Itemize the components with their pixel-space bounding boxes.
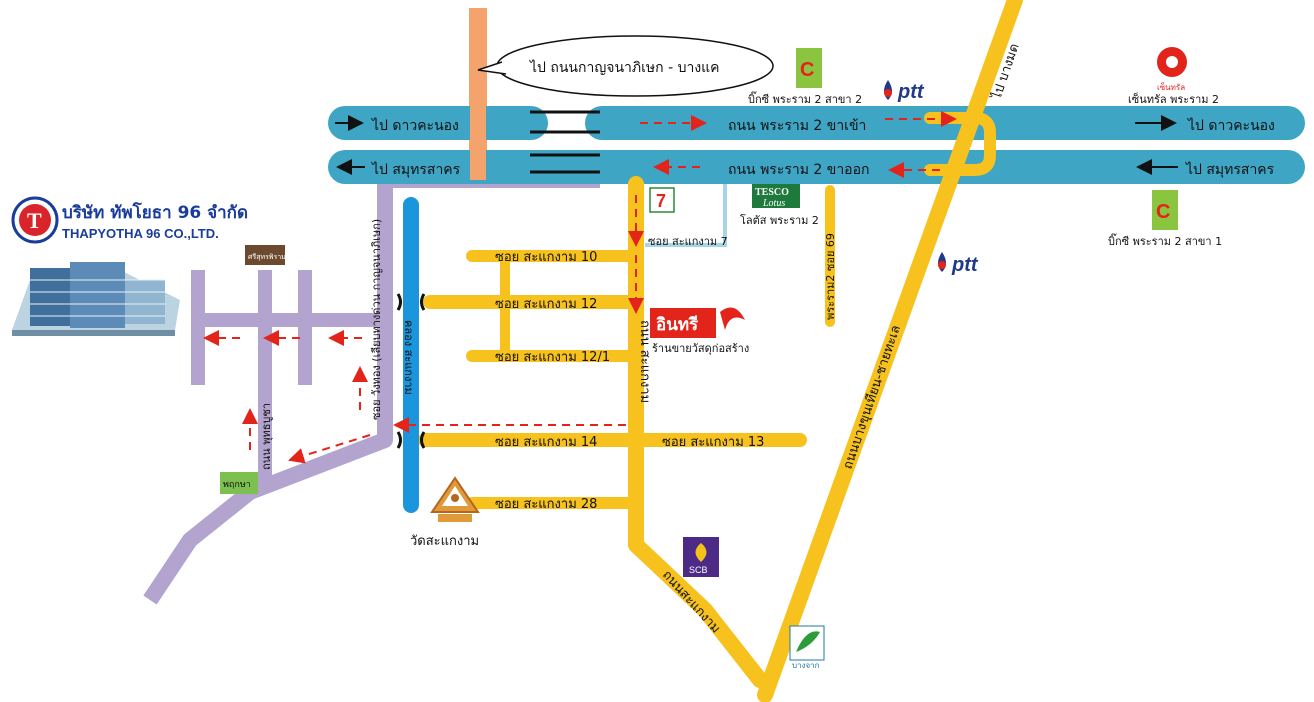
central-logo-icon: เซ็นทรัล (1157, 47, 1187, 92)
company-name-en: THAPYOTHA 96 CO.,LTD. (62, 226, 219, 241)
bigc-icon-2: C (1152, 190, 1178, 230)
svg-text:C: C (1156, 201, 1170, 223)
svg-text:บางจาก: บางจาก (792, 661, 820, 670)
label-rama2-out: ถนน พระราม 2 ขาออก (728, 162, 869, 178)
company-name-th: บริษัท ทัพโยธา 96 จำกัด (62, 202, 248, 223)
label-soi7: ซอย สะแกงาม 7 (648, 235, 728, 248)
label-to-samut-right: ไป สมุทรสาคร (1185, 161, 1275, 178)
soi7-road (645, 184, 727, 247)
local-road-network (418, 0, 1023, 702)
label-rama2-69: พระราม2 ซอย 69 (824, 233, 837, 320)
interchange-bridge (530, 110, 600, 174)
label-lotus: โลตัส พระราม 2 (740, 213, 819, 227)
ptt-icon: ptt (884, 80, 925, 103)
label-phuttabucha: ถนน พุทธบูชา (260, 403, 273, 470)
label-bigc-1: บิ๊กซี พระราม 2 สาขา 1 (1108, 233, 1222, 248)
seven-eleven-icon: 7 (649, 187, 675, 213)
label-rama2-in: ถนน พระราม 2 ขาเข้า (728, 118, 866, 134)
route-arrows-red (203, 111, 957, 464)
label-soi12: ซอย สะแกงาม 12 (495, 297, 597, 312)
label-sakaengam-road: ถนน สะแกงาม (637, 320, 652, 403)
svg-text:Lotus: Lotus (762, 198, 785, 209)
label-intree: ร้านขายวัสดุก่อสร้าง (652, 342, 749, 355)
svg-text:ptt: ptt (897, 81, 925, 103)
ptt-icon-2: ptt (938, 252, 979, 276)
label-soi10: ซอย สะแกงาม 10 (495, 250, 597, 265)
label-to-dao-left: ไป ดาวคะนอง (371, 117, 459, 134)
svg-text:7: 7 (656, 191, 666, 211)
label-soi28: ซอย สะแกงาม 28 (495, 497, 597, 512)
svg-text:TESCO: TESCO (755, 187, 789, 198)
intree-logo-icon: อินทรี (650, 307, 745, 338)
tesco-lotus-icon: TESCO Lotus (752, 184, 800, 209)
label-soi12-1: ซอย สะแกงาม 12/1 (495, 350, 610, 365)
label-to-dao-right: ไป ดาวคะนอง (1187, 117, 1275, 134)
label-soi13: ซอย สะแกงาม 13 (662, 435, 764, 450)
svg-text:C: C (800, 59, 814, 81)
svg-text:ptt: ptt (951, 254, 979, 276)
svg-text:ศรีสุทรพิราม: ศรีสุทรพิราม (248, 253, 286, 261)
direction-arrows-black (335, 115, 1178, 175)
building-sign: ศรีสุทรพิราม (245, 245, 286, 265)
callout-bubble: ไป ถนนกาญจนาภิเษก - บางแค (477, 35, 774, 97)
office-building-image (12, 262, 180, 336)
scb-icon: SCB (683, 537, 719, 577)
label-bigc-2: บิ๊กซี พระราม 2 สาขา 2 (748, 91, 862, 106)
phuttabucha-sign: พฤกษา (220, 472, 258, 494)
temple-icon (430, 476, 480, 522)
svg-text:พฤกษา: พฤกษา (223, 480, 251, 490)
company-logo: T (11, 196, 59, 244)
label-soi-wangthong: ซอย วังทอง (เลียบทางด่วน กาญจนาภิเษก) (370, 219, 383, 420)
svg-text:เซ็นทรัล: เซ็นทรัล (1157, 82, 1185, 92)
label-soi14: ซอย สะแกงาม 14 (495, 435, 597, 450)
bangchak-icon: บางจาก (789, 625, 825, 670)
label-temple: วัดสะแกงาม (410, 534, 479, 549)
label-bangkhuntien: ถนนบางขุนเทียน-ชายทะเล (840, 323, 904, 471)
label-canal: คลอง สะแกงาม (402, 320, 415, 395)
label-to-samut-left: ไป สมุทรสาคร (371, 161, 461, 178)
callout-text: ไป ถนนกาญจนาภิเษก - บางแค (529, 59, 720, 76)
kanchana-flyover (470, 100, 486, 180)
canal-bridge (396, 293, 426, 449)
svg-text:อินทรี: อินทรี (656, 314, 699, 335)
bigc-icon: C (796, 48, 822, 88)
svg-text:SCB: SCB (689, 565, 708, 575)
logo-letter: T (27, 208, 42, 233)
label-sakaengam-road-lower: ถนนสะแกงาม (659, 568, 723, 637)
label-central: เซ็นทรัล พระราม 2 (1128, 92, 1219, 106)
